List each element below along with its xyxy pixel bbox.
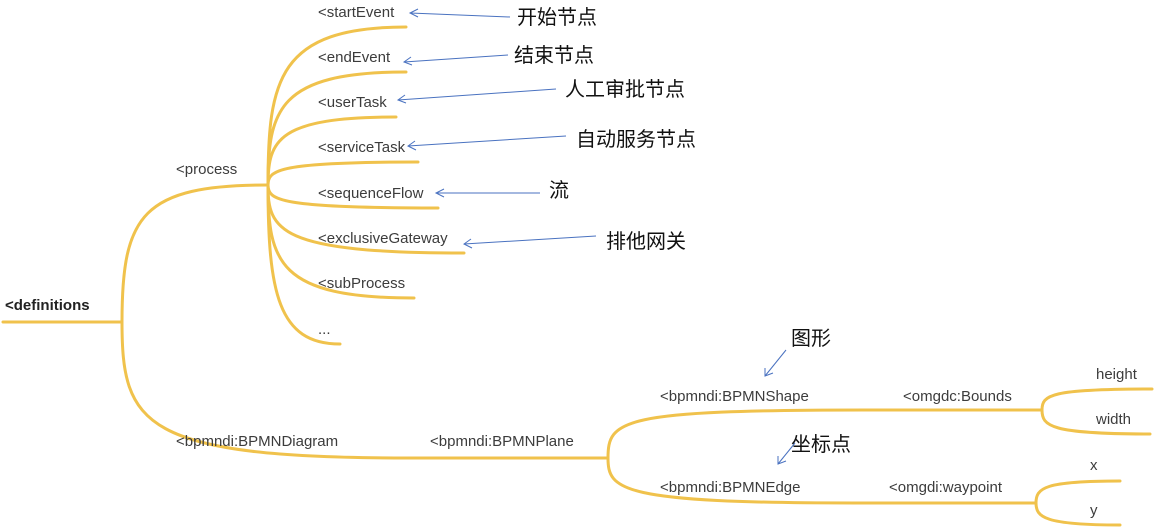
- branch-plane-shape: [606, 408, 867, 460]
- start-event-label: <startEvent: [318, 4, 395, 21]
- user-task-label: <userTask: [318, 94, 387, 111]
- user-task-note: 人工审批节点: [565, 77, 685, 101]
- process-label: <process: [176, 161, 237, 178]
- process-annotations: 开始节点 结束节点 人工审批节点 自动服务节点 流 排他网关: [396, 5, 696, 253]
- x-label: x: [1090, 457, 1098, 474]
- shape-note: 图形: [791, 326, 831, 350]
- y-label: y: [1090, 502, 1098, 519]
- branch-plane-edge: [606, 456, 857, 505]
- exclusive-gateway-note: 排他网关: [606, 229, 686, 253]
- bounds-label: <omgdc:Bounds: [903, 388, 1012, 405]
- sub-process-label: <subProcess: [318, 275, 405, 292]
- root-branch: <definitions: [1, 297, 124, 324]
- process-children: <startEvent <endEvent <userTask <service…: [266, 4, 466, 346]
- branch-root-process: [120, 183, 270, 324]
- height-label: height: [1096, 366, 1138, 383]
- root-label: <definitions: [5, 297, 90, 314]
- diagram-annotations: 图形 坐标点: [764, 326, 851, 465]
- end-event-note: 结束节点: [514, 43, 594, 67]
- branch-height: [1040, 387, 1154, 412]
- waypoint-label: <omgdi:waypoint: [889, 479, 1003, 496]
- service-task-note: 自动服务节点: [576, 127, 696, 151]
- width-label: width: [1095, 411, 1131, 428]
- service-task-label: <serviceTask: [318, 139, 406, 156]
- plane-label: <bpmndi:BPMNPlane: [430, 433, 574, 450]
- edge-note: 坐标点: [791, 432, 851, 456]
- shape-label: <bpmndi:BPMNShape: [660, 388, 809, 405]
- branch-y: [1034, 501, 1122, 527]
- branch-root-diagram: [120, 320, 412, 460]
- sequence-flow-label: <sequenceFlow: [318, 185, 424, 202]
- ellipsis-label: ...: [318, 321, 331, 338]
- diagram-label: <bpmndi:BPMNDiagram: [176, 433, 338, 450]
- edge-label: <bpmndi:BPMNEdge: [660, 479, 801, 496]
- end-event-label: <endEvent: [318, 49, 391, 66]
- branch-width: [1040, 408, 1152, 436]
- exclusive-gateway-label: <exclusiveGateway: [318, 230, 448, 247]
- start-event-note: 开始节点: [517, 5, 597, 29]
- sequence-flow-note: 流: [549, 178, 569, 202]
- branch-x: [1034, 479, 1122, 505]
